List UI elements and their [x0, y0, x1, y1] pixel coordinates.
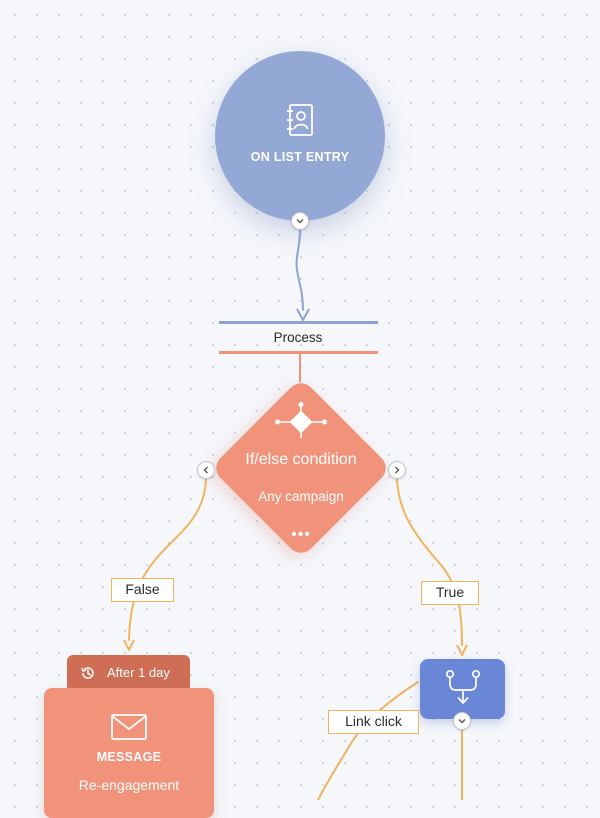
- true-branch-toggle[interactable]: [388, 461, 406, 479]
- connector-arrow-head: [296, 308, 310, 321]
- entry-node-label: ON LIST ENTRY: [250, 150, 350, 164]
- message-type-label: MESSAGE: [96, 750, 162, 764]
- link-click-label[interactable]: Link click: [328, 710, 419, 734]
- condition-title: If/else condition: [245, 451, 357, 468]
- contact-book-icon: [287, 104, 313, 136]
- split-expand-button[interactable]: [453, 712, 471, 730]
- process-label[interactable]: Process: [273, 330, 323, 345]
- true-branch-label[interactable]: True: [421, 581, 479, 605]
- connector-canvas: [123, 229, 468, 800]
- more-options-icon[interactable]: •••: [291, 526, 311, 543]
- link-click-connector: [317, 681, 419, 800]
- true-branch-connector: [396, 477, 463, 646]
- process-bar-bottom: [219, 351, 378, 354]
- process-bar-top: [219, 321, 378, 324]
- delay-tab[interactable]: After 1 day: [67, 655, 190, 691]
- envelope-icon: [111, 714, 147, 740]
- chevron-left-icon: [203, 466, 208, 474]
- false-arrow-head: [123, 639, 135, 651]
- chevron-down-icon: [458, 719, 466, 724]
- chevron-right-icon: [395, 466, 400, 474]
- false-branch-connector: [128, 477, 207, 641]
- entry-expand-button[interactable]: [291, 212, 309, 230]
- message-name-label: Re-engagement: [78, 777, 180, 793]
- clock-history-icon: [81, 667, 94, 679]
- true-arrow-head: [456, 644, 468, 656]
- chevron-down-icon: [296, 219, 304, 224]
- false-branch-label[interactable]: False: [111, 578, 174, 602]
- false-branch-toggle[interactable]: [197, 461, 215, 479]
- split-node[interactable]: [420, 659, 505, 719]
- split-arrows-icon: [445, 669, 481, 704]
- condition-subtitle: Any campaign: [258, 489, 344, 504]
- decision-diamond-icon: [275, 402, 327, 438]
- message-node[interactable]: MESSAGE Re-engagement: [44, 688, 214, 818]
- entry-node-on-list-entry[interactable]: ON LIST ENTRY: [215, 51, 385, 221]
- entry-to-process-connector: [295, 229, 304, 311]
- delay-label: After 1 day: [107, 665, 170, 680]
